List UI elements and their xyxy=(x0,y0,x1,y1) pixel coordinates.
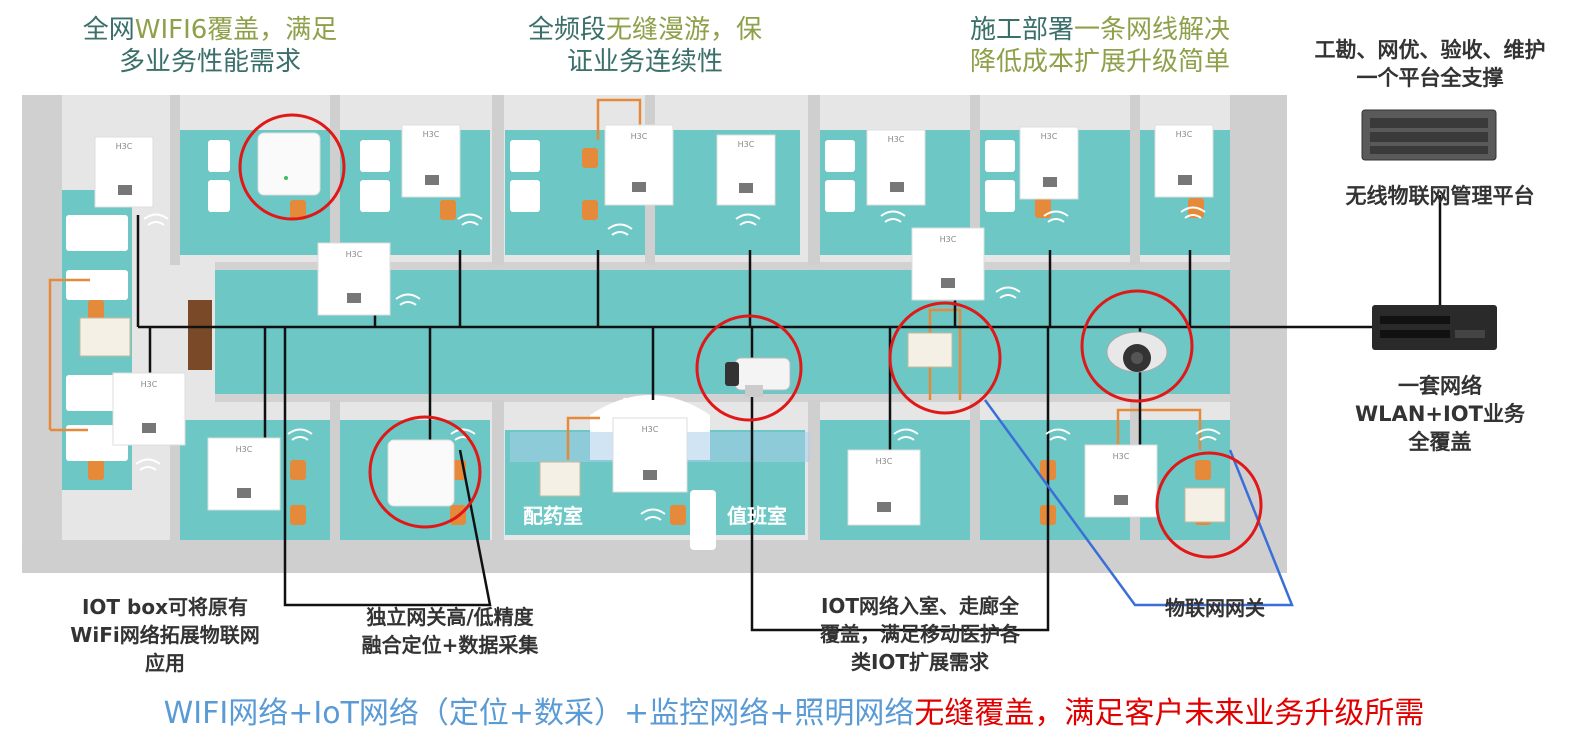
nurse-station-label: 护士站 xyxy=(620,396,680,420)
headline-1-part-b: WIFI6覆盖，满足 xyxy=(134,15,338,45)
ap-brand-label: H3C xyxy=(641,425,659,434)
corridor-wall-top xyxy=(215,262,1230,270)
caption-gateway-locate-line2: 融合定位+数据采集 xyxy=(361,633,539,657)
caption-iot-box: IOT box可将原有 WiFi网络拓展物联网 应用 xyxy=(40,593,290,677)
ap-brand-label: H3C xyxy=(345,250,363,259)
ap-4 xyxy=(716,134,776,206)
platform-name: 无线物联网管理平台 xyxy=(1345,184,1535,208)
headline-3-part-b: 一条网线解决 xyxy=(1074,15,1231,45)
circle-gateway-bottom xyxy=(368,415,482,529)
iot-box-right xyxy=(1184,487,1226,523)
caption-iot-cover-line1: IOT网络入室、走廊全 xyxy=(820,594,1020,618)
bullet-camera xyxy=(725,357,791,397)
headline-1: 全网WIFI6覆盖，满足 多业务性能需求 xyxy=(60,14,360,78)
ap-9 xyxy=(911,227,985,301)
ap-brand-label: H3C xyxy=(140,380,158,389)
gateway-led xyxy=(284,176,288,180)
caption-gateway-locate-line1: 独立网关高/低精度 xyxy=(366,605,534,629)
headline-2-part-b: 无缝漫游，保 xyxy=(606,15,763,45)
iot-box-left xyxy=(79,317,131,357)
ap-brand-label: H3C xyxy=(115,142,133,151)
headline-2: 全频段无缝漫游，保 证业务连续性 xyxy=(495,14,795,78)
door xyxy=(188,300,212,370)
ap-brand-label: H3C xyxy=(1112,452,1130,461)
ap-7 xyxy=(1154,124,1214,198)
server-icon xyxy=(1361,109,1497,161)
ap-12 xyxy=(612,417,688,493)
ap-brand-label: H3C xyxy=(875,457,893,466)
circle-iot-gateway xyxy=(1155,451,1263,559)
duty-room-label: 值班室 xyxy=(727,504,787,528)
wifi-waves xyxy=(135,206,1221,521)
caption-gateway-locate: 独立网关高/低精度 融合定位+数据采集 xyxy=(330,603,570,659)
iot-box-corridor xyxy=(907,332,953,368)
headline-3: 施工部署一条网线解决 降低成本扩展升级简单 xyxy=(940,14,1260,78)
ap-3 xyxy=(604,124,674,206)
ap-10 xyxy=(112,372,186,446)
switch-icon xyxy=(1372,305,1497,350)
ap-8 xyxy=(317,242,391,316)
gateway-blue-line xyxy=(983,399,1294,607)
network-backbone xyxy=(136,195,1442,632)
top-walls xyxy=(170,95,1287,573)
ap-11 xyxy=(207,437,281,511)
ap-brand-label: H3C xyxy=(1040,132,1058,141)
network-line2: WLAN+IOT业务 xyxy=(1355,402,1525,426)
ap-13 xyxy=(847,449,921,526)
platform-top-line2: 一个平台全支撑 xyxy=(1356,66,1504,90)
footer-red-text: 无缝覆盖，满足客户未来业务升级所需 xyxy=(914,696,1425,731)
caption-iot-box-line1: IOT box可将原有 xyxy=(81,595,248,619)
caption-iot-cover-line3: 类IOT扩展需求 xyxy=(850,650,990,674)
dome-camera xyxy=(1106,331,1168,373)
headline-2-part-a: 全频段 xyxy=(527,15,606,45)
highlight-circles xyxy=(238,113,1263,559)
caption-iot-gateway: 物联网网关 xyxy=(1165,596,1265,620)
circle-bullet-camera xyxy=(695,314,803,422)
orange-cables xyxy=(48,98,1202,460)
network-line3: 全覆盖 xyxy=(1408,430,1472,454)
pharmacy-label: 配药室 xyxy=(523,504,583,528)
headline-2-line2: 证业务连续性 xyxy=(566,47,723,77)
network-summary: 一套网络 WLAN+IOT业务 全覆盖 xyxy=(1340,372,1540,456)
left-wall xyxy=(22,95,62,573)
circle-gateway-top xyxy=(238,113,346,221)
platform-support-text: 工勘、网优、验收、维护 一个平台全支撑 xyxy=(1290,36,1570,92)
access-points xyxy=(94,124,1214,526)
headline-1-line2: 多业务性能需求 xyxy=(118,47,301,77)
circle-dome-camera xyxy=(1080,289,1194,403)
gateway-device-top xyxy=(257,132,321,196)
ap-brand-label: H3C xyxy=(887,135,905,144)
caption-iot-box-line3: 应用 xyxy=(145,651,185,675)
ap-brand-label: H3C xyxy=(737,140,755,149)
caption-iot-cover-line2: 覆盖，满足移动医护各 xyxy=(820,622,1020,646)
gateway-device-bottom xyxy=(387,439,455,507)
caption-iot-cover: IOT网络入室、走廊全 覆盖，满足移动医护各 类IOT扩展需求 xyxy=(790,592,1050,676)
iot-boxes xyxy=(79,317,1226,523)
ap-14 xyxy=(1084,444,1158,518)
ap-brand-label: H3C xyxy=(422,130,440,139)
ap-6 xyxy=(1019,126,1079,200)
ap-brand-label: H3C xyxy=(630,132,648,141)
platform-top-line1: 工勘、网优、验收、维护 xyxy=(1314,38,1546,62)
circle-iot-box xyxy=(888,301,1002,415)
ap-2 xyxy=(401,124,461,198)
caption-iot-box-line2: WiFi网络拓展物联网 xyxy=(70,623,260,647)
corridor-wall-bottom xyxy=(215,394,1230,402)
footer-blue-text: WIFI网络+IoT网络（定位+数采）+监控网络+照明网络 xyxy=(163,696,915,731)
headline-3-line2: 降低成本扩展升级简单 xyxy=(969,47,1230,77)
ap-5 xyxy=(866,129,926,206)
headline-1-part-a: 全网 xyxy=(82,15,135,45)
headline-3-part-a: 施工部署 xyxy=(969,15,1074,45)
ap-brand-label: H3C xyxy=(235,445,253,454)
footer-summary: WIFI网络+IoT网络（定位+数采）+监控网络+照明网络无缝覆盖，满足客户未来… xyxy=(0,688,1588,732)
ap-1 xyxy=(94,136,154,208)
network-line1: 一套网络 xyxy=(1398,374,1482,398)
iot-box-pharmacy xyxy=(539,461,581,497)
ap-brand-label: H3C xyxy=(939,235,957,244)
ap-brand-label: H3C xyxy=(1175,130,1193,139)
